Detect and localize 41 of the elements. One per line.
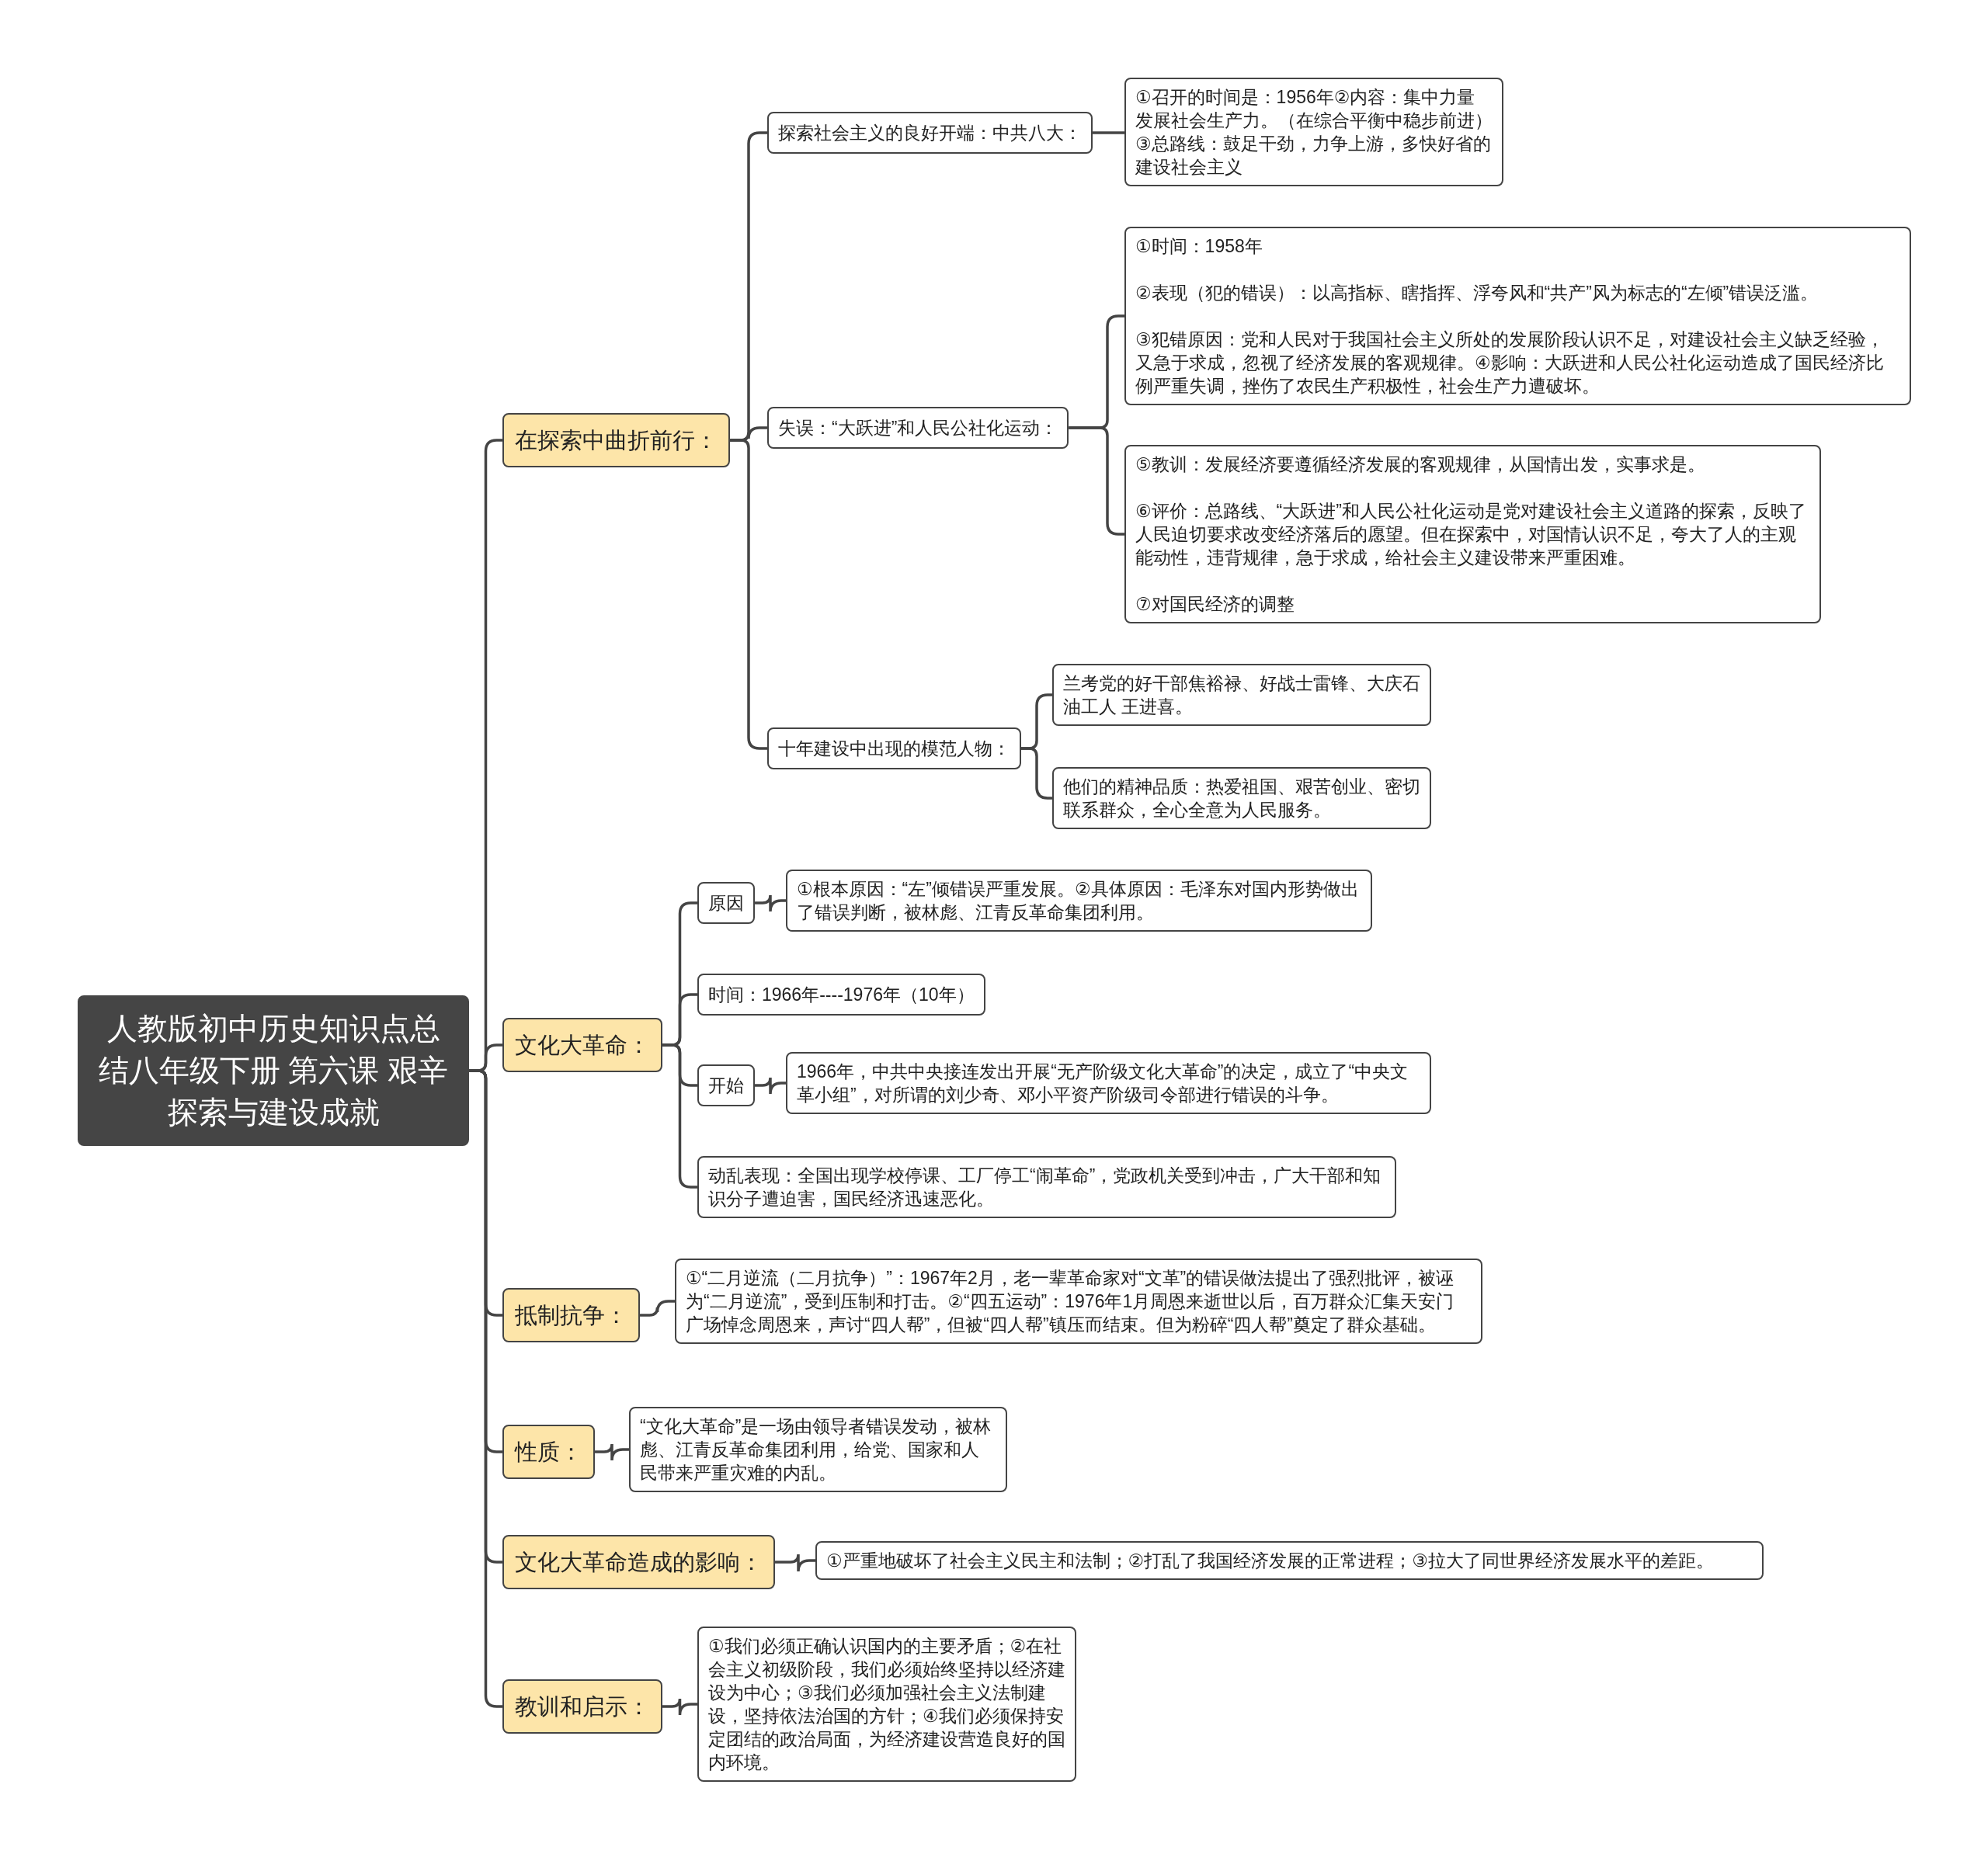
note-box bbox=[1124, 227, 1911, 405]
note-box: ①根本原因：“左”倾错误严重发展。②具体原因：毛泽东对国内形势做出了错误判断，被林彪、江青反革命集团利用。 bbox=[786, 870, 1372, 932]
subtopic-box: 原因 bbox=[697, 882, 755, 924]
connector-line bbox=[640, 1300, 675, 1317]
connector-line bbox=[595, 1443, 629, 1462]
note-paragraph: ①时间：1958年 bbox=[1135, 235, 1263, 258]
connector-line bbox=[662, 1697, 697, 1717]
connector-line bbox=[730, 439, 767, 750]
note-paragraph: ⑦对国民经济的调整 bbox=[1135, 593, 1295, 616]
note-box: ①严重地破坏了社会主义民主和法制；②打乱了我国经济发展的正常进程；③拉大了同世界经济发展水平的差距。 bbox=[815, 1541, 1764, 1580]
branch-topic-box: 性质： bbox=[502, 1425, 595, 1479]
branch-topic-box: 教训和启示： bbox=[502, 1679, 662, 1734]
note-paragraph: ③犯错原因：党和人民对于我国社会主义所处的发展阶段认识不足，对建设社会主义缺乏经验，又急于求成，忽视了经济发展的客观规律。④影响：大跃进和人民公社化运动造成了国民经济比例严重失调，挫伤了农民生产积极性，社会生产力遭破坏。 bbox=[1135, 328, 1885, 398]
subtopic-box: 时间：1966年----1976年（10年） bbox=[697, 974, 985, 1016]
note-box: “文化大革命”是一场由领导者错误发动，被林彪、江青反革命集团利用，给党、国家和人民带来严重灾难的内乱。 bbox=[629, 1407, 1007, 1492]
note-box: ①召开的时间是：1956年②内容：集中力量发展社会生产力。（在综合平衡中稳步前进）③总路线：鼓足干劲，力争上游，多快好省的建设社会主义 bbox=[1124, 78, 1503, 186]
connector-line bbox=[755, 894, 786, 913]
note-box: 兰考党的好干部焦裕禄、好战士雷锋、大庆石油工人 王进喜。 bbox=[1052, 664, 1431, 726]
root-topic-box: 人教版初中历史知识点总结八年级下册 第六课 艰辛探索与建设成就 bbox=[78, 995, 469, 1146]
subtopic-box: 失误：“大跃进”和人民公社化运动： bbox=[767, 407, 1069, 449]
connector-line bbox=[1069, 426, 1124, 536]
connector-line bbox=[662, 1043, 697, 1189]
note-box: 他们的精神品质：热爱祖国、艰苦创业、密切联系群众，全心全意为人民服务。 bbox=[1052, 767, 1431, 829]
note-paragraph: ⑥评价：总路线、“大跃进”和人民公社化运动是党对建设社会主义道路的探索，反映了人民迫切要求改变经济落后的愿望。但在探索中，对国情认识不足，夸大了人的主观能动性，违背规律，急于求成，给社会主义建设带来严重困难。 bbox=[1135, 500, 1807, 569]
subtopic-box: 探索社会主义的良好开端：中共八大： bbox=[767, 112, 1093, 154]
branch-topic-box: 文化大革命： bbox=[502, 1018, 662, 1072]
connector-line bbox=[775, 1553, 815, 1573]
branch-topic-box: 抵制抗争： bbox=[502, 1288, 640, 1342]
note-box: 动乱表现：全国出现学校停课、工厂停工“闹革命”，党政机关受到冲击，广大干部和知识分子遭迫害，国民经济迅速恶化。 bbox=[697, 1156, 1396, 1218]
connector-line bbox=[755, 1076, 786, 1095]
note-paragraph: ⑤教训：发展经济要遵循经济发展的客观规律，从国情出发，实事求是。 bbox=[1135, 453, 1706, 476]
note-box: 1966年，中共中央接连发出开展“无产阶级文化大革命”的决定，成立了“中央文革小组”，对所谓的刘少奇、邓小平资产阶级司令部进行错误的斗争。 bbox=[786, 1052, 1431, 1114]
note-box: ①“二月逆流（二月抗争）”：1967年2月，老一辈革命家对“文革”的错误做法提出了强烈批评，被诬为“二月逆流”，受到压制和打击。②“四五运动”：1976年1月周恩来逝世以后，百万群众汇集天安门广场悼念周恩来，声讨“四人帮”，但被“四人帮”镇压而结束。但为粉碎“四人帮”奠定了群众基础。 bbox=[675, 1259, 1482, 1344]
subtopic-box: 十年建设中出现的模范人物： bbox=[767, 727, 1021, 769]
note-box bbox=[1124, 445, 1821, 623]
branch-topic-box: 文化大革命造成的影响： bbox=[502, 1535, 775, 1589]
note-paragraph: ②表现（犯的错误）：以高指标、瞎指挥、浮夸风和“共产”风为标志的“左倾”错误泛滥。 bbox=[1135, 282, 1819, 304]
subtopic-box: 开始 bbox=[697, 1064, 755, 1106]
note-box: ①我们必须正确认识国内的主要矛盾；②在社会主义初级阶段，我们必须始终坚持以经济建设为中心；③我们必须加强社会主义法制建设，坚持依法治国的方针；④我们必须保持安定团结的政治局面，为经济建设营造良好的国内环境。 bbox=[697, 1627, 1076, 1782]
branch-topic-box: 在探索中曲折前行： bbox=[502, 413, 730, 467]
connector-line bbox=[1093, 131, 1124, 134]
